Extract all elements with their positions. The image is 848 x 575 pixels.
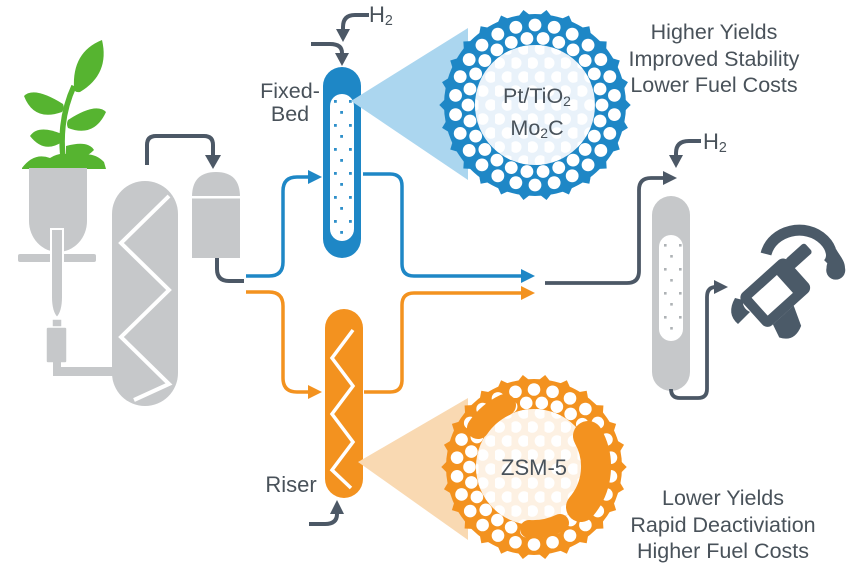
coke-blob-right: [566, 421, 612, 522]
outcome-line: Improved Stability: [628, 46, 800, 71]
h2-inlet-arrow-right: [669, 139, 701, 168]
riser-product-line: [364, 286, 535, 394]
outcomes-fixed-bed: Higher Yields Improved Stability Lower F…: [578, 19, 848, 99]
h2-label-right: H2: [703, 129, 727, 156]
outcome-line: Higher Fuel Costs: [636, 539, 810, 563]
catalyst-magnifier-riser: [441, 374, 627, 560]
h2-subscript: 2: [718, 140, 727, 157]
h2-subscript: 2: [384, 13, 393, 30]
fixed-bed-product-line: [363, 172, 535, 283]
h2-symbol: H: [369, 2, 385, 27]
coke-blob-bottom: [520, 514, 569, 539]
riser-bottom-inlet-arrow: [309, 500, 344, 526]
lattice-holes-blue-outer: [449, 18, 621, 192]
riser-reactor-vessel: [325, 309, 363, 498]
pyrolysis-reactor-vessel: [112, 181, 178, 406]
biomass-feeder-vessel: [18, 168, 114, 376]
fixed-bed-label-line2: Bed: [270, 102, 310, 126]
riser-label: Riser: [265, 472, 317, 497]
fuel-pump-icon: [731, 224, 846, 339]
outcome-line: Higher Yields: [650, 20, 778, 44]
catalyst-label-fixed-bed: Pt/TiO2 Mo2C: [457, 83, 617, 147]
outcomes-riser: Lower Yields Rapid Deactiviation Higher …: [587, 485, 848, 565]
hydrotreater-vessel: [652, 196, 690, 391]
fixed-bed-feed-line: [246, 170, 322, 278]
magnifier-cone-riser: [358, 398, 468, 540]
fixed-bed-label: Fixed- Bed: [240, 80, 340, 126]
outcome-line: Rapid Deactiviation: [630, 512, 816, 537]
h2-inlet-arrows-top: [311, 13, 369, 66]
h2-label-top: H2: [369, 2, 393, 29]
outcome-line: Lower Yields: [662, 486, 784, 510]
fuel-droplet-icon: [826, 249, 846, 280]
lattice-holes-blue-inner: [461, 32, 609, 178]
fixed-bed-reactor-vessel: [323, 67, 361, 258]
nozzle-spout: [731, 298, 750, 324]
outcome-line: Lower Fuel Costs: [630, 73, 798, 97]
vapor-transfer-arrow: [145, 134, 221, 169]
liquid-product-elbow: [215, 258, 244, 283]
catalyst-label-riser: ZSM-5: [501, 455, 567, 480]
h2-symbol: H: [703, 129, 719, 154]
biomass-plant-icon: [22, 40, 106, 169]
magnifier-cone-fixed-bed: [351, 28, 468, 180]
cyclone-vessel: [192, 172, 240, 258]
catalyst-line-pt-tio2: Pt/TiO2: [503, 84, 571, 110]
riser-feed-line: [246, 290, 322, 399]
coke-blob-top-left: [467, 394, 516, 439]
catalyst-line-mo2c: Mo2C: [510, 116, 564, 142]
fuel-output-line: [669, 280, 728, 400]
catalyst-magnifier-fixed-bed: [439, 9, 631, 201]
fixed-bed-label-line1: Fixed-: [260, 79, 320, 103]
combined-product-line: [545, 171, 677, 285]
